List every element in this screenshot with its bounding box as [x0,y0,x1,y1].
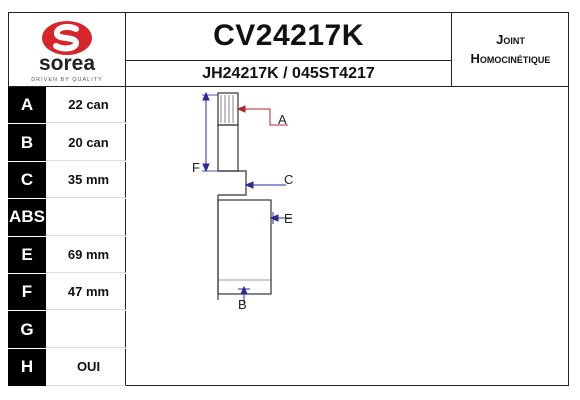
spec-letter: F [8,273,46,311]
arrow-b-head-icon [240,285,248,295]
product-type-cell: Joint Homocinétique [452,12,569,87]
brand-name: sorea [39,52,95,75]
joint-diagram: F A C E B [126,87,569,386]
label-e: E [284,211,293,226]
shoulder-outline [218,170,247,196]
dimension-f-arrow-icon [202,163,210,173]
arrow-a-line [240,108,288,126]
spec-letter: B [8,124,46,161]
spec-letter: ABS [8,199,46,236]
label-c: C [284,172,293,187]
title-cell: CV24217K JH24217K / 045ST4217 [126,12,452,87]
spec-value: 47 mm [46,273,126,311]
logo-s-icon [53,23,80,52]
spec-letter: E [8,236,46,273]
spec-row-g: G [8,311,126,349]
spec-value: 69 mm [46,236,126,273]
spec-letter: A [8,87,46,124]
arrow-a-head-icon [236,105,246,113]
spec-row-abs: ABS [8,199,126,237]
sorea-logo: sorea DRIVEN BY QUALITY [31,21,103,83]
spec-value: 20 can [46,124,126,161]
product-references: JH24217K / 045ST4217 [202,64,375,82]
arrow-e-head-icon [269,214,279,222]
brand-tagline: DRIVEN BY QUALITY [31,77,103,83]
stub-shaft-outline [217,124,239,172]
arrow-c-head-icon [244,181,254,189]
label-b: B [238,297,247,312]
brand-logo-cell: sorea DRIVEN BY QUALITY [8,12,126,87]
spec-letter: G [8,311,46,348]
spec-letter: C [8,161,46,199]
product-type-line2: Homocinétique [470,51,551,66]
spec-value: 35 mm [46,161,126,199]
dimension-f-arrow-icon [202,91,210,101]
product-type-line1: Joint [496,32,525,47]
spec-value [46,311,126,348]
joint-diagram-svg: F A C E B [192,91,293,312]
spec-value: OUI [46,348,126,387]
spec-letter: H [8,348,46,387]
spec-value [46,199,126,236]
product-code: CV24217K [126,12,451,61]
label-a: A [278,112,287,127]
label-f: F [192,160,200,175]
spec-value: 22 can [46,87,126,124]
